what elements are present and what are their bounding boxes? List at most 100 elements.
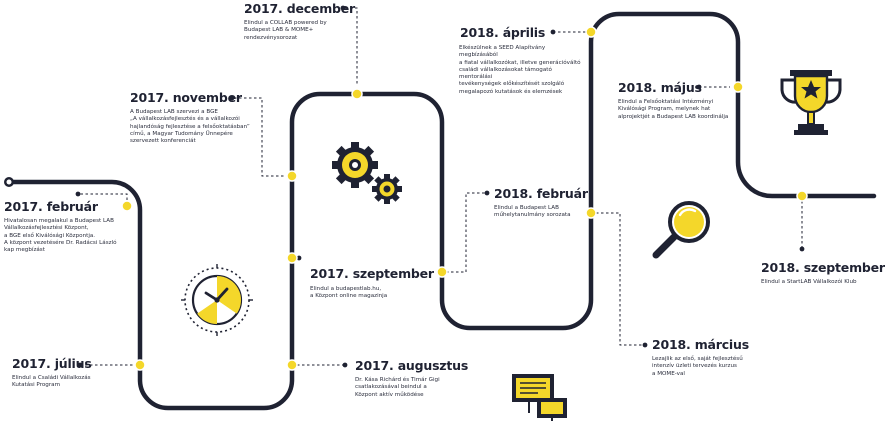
connector-2018-marcius bbox=[596, 212, 645, 346]
milestone-dot-2017-julius bbox=[134, 359, 146, 371]
event-description: Elindul a StartLAB Vállalkozói Klub bbox=[761, 279, 871, 286]
event-title: 2018. február bbox=[494, 186, 588, 201]
milestone-dot-2017-szeptember bbox=[286, 252, 298, 264]
connector-2017-november bbox=[234, 97, 286, 177]
event-description: A Budapest LAB szervezi a BGE „A vállalk… bbox=[130, 109, 280, 145]
connector-end-dot bbox=[75, 191, 81, 197]
connector-end-dot bbox=[696, 84, 702, 90]
event-description: Lezajlik az első, saját fejlesztésű inte… bbox=[652, 356, 767, 378]
event-line: intenzív üzleti tervezés kurzus bbox=[652, 363, 737, 370]
event-line: Hivatalosan megalakul a Budapest LAB bbox=[4, 218, 114, 224]
event-title: 2017. július bbox=[12, 356, 92, 371]
connector-2018-februar bbox=[446, 192, 486, 273]
event-line: Központ aktív működése bbox=[355, 391, 424, 398]
milestone-dot-2017-februar bbox=[121, 200, 133, 212]
event-line: Elindul a StartLAB Vállalkozói Klub bbox=[761, 279, 857, 285]
connector-2017-december bbox=[345, 7, 358, 86]
milestone-dot-2018-marcius bbox=[585, 207, 597, 219]
event-line: Kiválósági Program, melynek hat bbox=[618, 106, 711, 113]
presentation-icon bbox=[512, 374, 567, 421]
event-line: szervezett konferenciát bbox=[130, 138, 196, 145]
connector-end-dot bbox=[229, 95, 235, 101]
event-line: A Budapest LAB szervezi a BGE bbox=[130, 109, 218, 115]
event-2018-aprilis: 2018. április Elkészülnek a SEED Alapítv… bbox=[431, 25, 581, 96]
event-line: kap megbízást bbox=[4, 247, 45, 254]
event-description: Elkészülnek a SEED Alapítvány megbízásáb… bbox=[459, 45, 581, 96]
event-line: a Központ online magazinja bbox=[310, 293, 388, 300]
event-line: Dr. Kása Richárd és Timár Gigi bbox=[355, 377, 440, 383]
connector-end-dot bbox=[340, 5, 346, 11]
event-2017-augusztus: 2017. augusztus Dr. Kása Richárd és Timá… bbox=[355, 358, 475, 399]
event-line: csatlakozásával beindul a bbox=[355, 384, 427, 391]
event-line: Elkészülnek a SEED Alapítvány megbízásáb… bbox=[459, 45, 546, 59]
event-description: Elindul a COLLAB powered by Budapest LAB… bbox=[244, 20, 354, 42]
event-line: családi vállalkozásokat támogató mentorá… bbox=[459, 66, 552, 81]
milestone-dot-2017-december bbox=[351, 88, 363, 100]
event-line: Elindul a budapestlab.hu, bbox=[310, 286, 382, 292]
connector-2017-februar bbox=[78, 193, 128, 205]
event-2017-februar: 2017. február Hivatalosan megalakul a Bu… bbox=[4, 199, 144, 254]
event-title: 2018. szeptember bbox=[761, 260, 885, 275]
event-line: tevékenységek előkészítését szolgáló bbox=[459, 81, 565, 88]
connector-end-dot bbox=[342, 362, 348, 368]
event-line: hajlandóság fejlesztése a felsőoktatásba… bbox=[130, 123, 250, 130]
event-line: a fiatal vállalkozókat, illetve generáci… bbox=[459, 59, 581, 66]
connector-end-dot bbox=[642, 342, 648, 348]
timeline-path bbox=[5, 11, 877, 411]
connector-end-dot bbox=[77, 362, 83, 368]
event-title: 2017. november bbox=[130, 90, 242, 105]
milestone-dot-2017-augusztus bbox=[286, 359, 298, 371]
event-2018-februar: 2018. február Elindul a Budapest LAB műh… bbox=[494, 186, 594, 220]
event-2018-marcius: 2018. március Lezajlik az első, saját fe… bbox=[652, 337, 767, 378]
event-2017-december: 2017. december Elindul a COLLAB powered … bbox=[244, 1, 356, 42]
event-line: Kutatási Program bbox=[12, 382, 61, 389]
event-line: alprojektjét a Budapest LAB koordinálja bbox=[618, 113, 729, 120]
event-title: 2017. augusztus bbox=[355, 358, 469, 373]
event-line: a BGE első Kiválósági Központja. bbox=[4, 232, 96, 239]
event-2017-julius: 2017. július Elindul a Családi Vállalkoz… bbox=[12, 356, 132, 390]
event-line: megalapozó kutatások és elemzések bbox=[459, 88, 563, 95]
magnifier-icon bbox=[652, 201, 710, 259]
milestone-dot-2018-februar bbox=[436, 266, 448, 278]
event-2017-szeptember: 2017. szeptember Elindul a budapestlab.h… bbox=[310, 266, 440, 301]
event-title: 2018. április bbox=[460, 25, 546, 40]
event-line: A központ vezetésére Dr. Radácsi László bbox=[4, 239, 117, 246]
event-description: Dr. Kása Richárd és Timár Gigi csatlakoz… bbox=[355, 377, 475, 399]
event-title: 2017. december bbox=[244, 1, 356, 16]
connector-end-dot bbox=[799, 246, 805, 252]
event-description: Elindul a Budapest LAB műhelytanulmány s… bbox=[494, 205, 594, 220]
event-line: Elindul a Budapest LAB bbox=[494, 205, 559, 211]
event-title: 2018. május bbox=[618, 80, 702, 95]
event-line: Lezajlik az első, saját fejlesztésű bbox=[652, 356, 743, 362]
trophy-icon bbox=[780, 70, 842, 135]
event-line: Elindul a COLLAB powered by bbox=[244, 20, 327, 26]
connector-end-dot bbox=[550, 29, 556, 35]
timeline-start-dot-inner bbox=[6, 179, 12, 185]
event-line: Vállalkozásfejlesztési Központ, bbox=[4, 225, 89, 232]
event-line: „A vállalkozásfejlesztés és a vállalkozó… bbox=[130, 116, 240, 123]
event-description: Elindul a Felsőoktatási Intézményi Kivál… bbox=[618, 99, 736, 121]
event-line: című, a Magyar Tudomány Ünnepére bbox=[130, 130, 233, 137]
event-2017-november: 2017. november A Budapest LAB szervezi a… bbox=[120, 90, 280, 145]
event-line: műhelytanulmány sorozata bbox=[494, 212, 571, 219]
milestone-dot-2018-aprilis bbox=[585, 26, 597, 38]
event-line: a MOME-val bbox=[652, 370, 685, 377]
event-2018-majus: 2018. május Elindul a Felsőoktatási Inté… bbox=[618, 80, 736, 121]
event-line: Elindul a Felsőoktatási Intézményi bbox=[618, 99, 714, 105]
connector-end-dot bbox=[484, 190, 490, 196]
milestone-dot-2017-november bbox=[286, 170, 298, 182]
clock-icon bbox=[181, 264, 253, 336]
event-description: Elindul a Családi Vállalkozás Kutatási P… bbox=[12, 375, 132, 390]
connector-end-dot bbox=[296, 255, 302, 261]
event-2018-szeptember: 2018. szeptember Elindul a StartLAB Váll… bbox=[761, 260, 885, 286]
milestone-dot-2018-majus bbox=[732, 81, 744, 93]
event-title: 2017. szeptember bbox=[310, 266, 434, 281]
event-line: Elindul a Családi Vállalkozás bbox=[12, 375, 91, 381]
event-description: Elindul a budapestlab.hu, a Központ onli… bbox=[310, 286, 440, 301]
gears-icon bbox=[332, 142, 402, 204]
event-title: 2017. február bbox=[4, 199, 98, 214]
event-title: 2018. március bbox=[652, 337, 749, 352]
